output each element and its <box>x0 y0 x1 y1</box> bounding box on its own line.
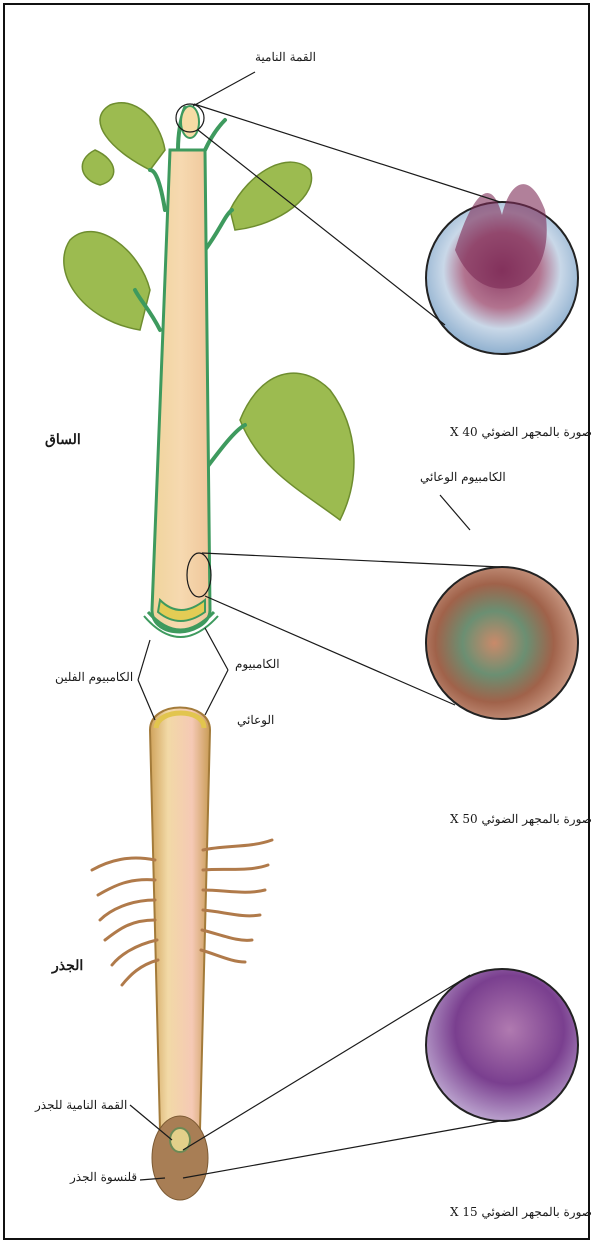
label-vascular-cambium-top: الكامبيوم الوعائي <box>420 470 506 484</box>
leaf-upper-left-small <box>82 150 113 185</box>
stem-shape <box>152 150 210 632</box>
leaf-right-upper <box>230 162 312 230</box>
root-shape <box>150 708 210 1146</box>
caption-micrograph-1: صورة بالمجهر الضوئي X 40 <box>450 425 592 439</box>
leaf-right-large <box>240 373 354 520</box>
caption-micrograph-3: صورة بالمجهر الضوئي X 15 <box>450 1205 592 1219</box>
micrograph-vascular-cambium <box>426 567 578 719</box>
label-vascular-cambium-line1: الكامبيوم <box>235 657 280 671</box>
label-root-cap: قلنسوة الجذر <box>70 1170 137 1184</box>
shoot-tip <box>181 106 199 138</box>
label-apical-meristem: القمة النامية <box>255 50 316 64</box>
label-cork-cambium: الكامبيوم الفلين <box>55 670 133 684</box>
label-vascular-cambium-line2: الوعائي <box>237 713 274 727</box>
leaf-left-large <box>64 232 150 330</box>
micrograph-root-tip <box>426 969 578 1121</box>
label-root-apical-meristem: القمة النامية للجذر <box>35 1098 127 1112</box>
label-stem: الساق <box>45 432 81 448</box>
label-root: الجذر <box>52 958 83 974</box>
root-apical-meristem <box>170 1128 190 1152</box>
caption-micrograph-2: صورة بالمجهر الضوئي X 50 <box>450 812 592 826</box>
